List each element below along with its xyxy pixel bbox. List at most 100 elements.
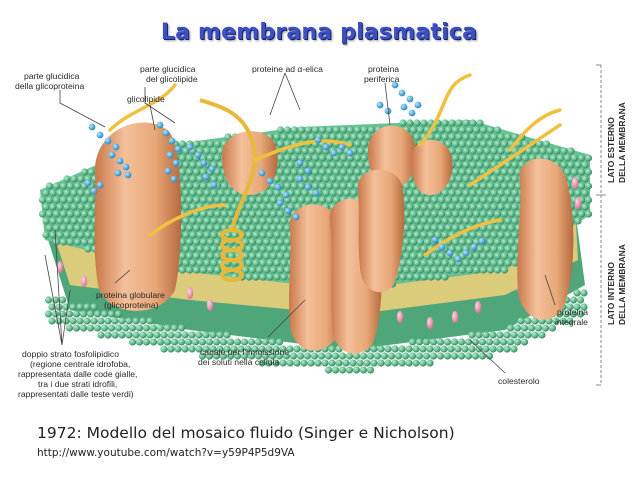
label-globular-2: (glicoproteina): [104, 300, 159, 310]
phospholipid-head: [457, 338, 466, 346]
phospholipid-head: [448, 189, 456, 197]
phospholipid-head: [65, 324, 74, 332]
phospholipid-head: [304, 126, 313, 134]
phospholipid-head: [430, 196, 439, 204]
phospholipid-head: [472, 210, 481, 218]
sugar-bead: [174, 145, 182, 153]
sugar-bead: [202, 173, 210, 181]
phospholipid-head: [185, 252, 194, 260]
phospholipid-head: [443, 352, 452, 360]
phospholipid-head: [517, 317, 525, 325]
phospholipid-head: [308, 147, 316, 155]
phospholipid-head: [377, 345, 385, 353]
phospholipid-head: [352, 352, 361, 360]
phospholipid-head: [238, 217, 246, 225]
phospholipid-head: [486, 224, 495, 232]
phospholipid-head: [185, 168, 194, 176]
phospholipid-head: [476, 189, 484, 197]
phospholipid-head: [216, 331, 224, 339]
phospholipid-head: [219, 338, 228, 346]
phospholipid-head: [311, 168, 320, 176]
phospholipid-head: [266, 203, 274, 211]
phospholipid-head: [338, 352, 347, 360]
phospholipid-head: [436, 338, 445, 346]
phospholipid-head: [66, 210, 75, 218]
phospholipid-head: [422, 352, 431, 360]
phospholipid-head: [504, 217, 512, 225]
phospholipid-head: [346, 182, 355, 190]
phospholipid-head: [182, 259, 190, 267]
phospholipid-head: [360, 126, 369, 134]
phospholipid-head: [38, 210, 47, 218]
phospholipid-head: [280, 245, 288, 253]
phospholipid-head: [317, 352, 326, 360]
phospholipid-head: [66, 224, 75, 232]
phospholipid-head: [458, 238, 467, 246]
phospholipid-head: [570, 154, 579, 162]
phospholipid-head: [170, 324, 179, 332]
video-link[interactable]: http://www.youtube.com/watch?v=y59P4P5d9…: [37, 447, 295, 459]
phospholipid-head: [199, 224, 208, 232]
sugar-bead: [330, 149, 338, 157]
phospholipid-head: [448, 217, 456, 225]
phospholipid-head: [59, 224, 68, 232]
phospholipid-head: [486, 238, 495, 246]
phospholipid-head: [255, 224, 264, 232]
phospholipid-head: [311, 154, 320, 162]
phospholipid-head: [279, 345, 287, 353]
phospholipid-head: [332, 196, 341, 204]
phospholipid-head: [336, 133, 344, 141]
phospholipid-head: [283, 168, 292, 176]
phospholipid-head: [269, 238, 278, 246]
phospholipid-head: [434, 259, 442, 267]
phospholipid-head: [276, 252, 285, 260]
phospholipid-head: [233, 352, 242, 360]
phospholipid-head: [59, 210, 68, 218]
phospholipid-head: [462, 259, 470, 267]
phospholipid-head: [490, 231, 498, 239]
phospholipid-head: [315, 161, 323, 169]
phospholipid-head: [521, 154, 530, 162]
phospholipid-head: [93, 324, 102, 332]
sugar-bead: [108, 151, 116, 159]
phospholipid-head: [574, 189, 582, 197]
label-integral-2: integrale: [555, 317, 588, 327]
phospholipid-head: [430, 210, 439, 218]
phospholipid-head: [496, 345, 504, 353]
phospholipid-head: [220, 210, 229, 218]
phospholipid-head: [328, 359, 336, 367]
phospholipid-head: [329, 133, 337, 141]
leader-lines: [44, 72, 556, 374]
sugar-bead: [156, 121, 164, 129]
phospholipid-head: [255, 266, 264, 274]
phospholipid-head: [342, 359, 350, 367]
phospholipid-head: [63, 231, 71, 239]
phospholipid-head: [455, 161, 463, 169]
phospholipid-head: [476, 259, 484, 267]
phospholipid-head: [62, 317, 70, 325]
phospholipid-head: [584, 182, 593, 190]
phospholipid-head: [402, 252, 411, 260]
phospholipid-head: [241, 224, 250, 232]
phospholipid-head: [479, 196, 488, 204]
phospholipid-head: [448, 203, 456, 211]
phospholipid-head: [248, 210, 257, 218]
phospholipid-head: [308, 175, 316, 183]
phospholipid-head: [517, 331, 525, 339]
outer-side-label-2: DELLA MEMBRANA: [617, 102, 627, 183]
phospholipid-head: [360, 154, 369, 162]
phospholipid-head: [524, 317, 532, 325]
phospholipid-head: [441, 217, 449, 225]
phospholipid-head: [406, 259, 414, 267]
phospholipid-head: [206, 238, 215, 246]
phospholipid-head: [107, 310, 116, 318]
phospholipid-head: [476, 203, 484, 211]
phospholipid-head: [511, 259, 519, 267]
phospholipid-head: [427, 259, 435, 267]
phospholipid-head: [430, 252, 439, 260]
phospholipid-head: [315, 147, 323, 155]
phospholipid-head: [398, 345, 406, 353]
phospholipid-head: [185, 266, 194, 274]
phospholipid-head: [84, 189, 92, 197]
phospholipid-head: [314, 359, 322, 367]
